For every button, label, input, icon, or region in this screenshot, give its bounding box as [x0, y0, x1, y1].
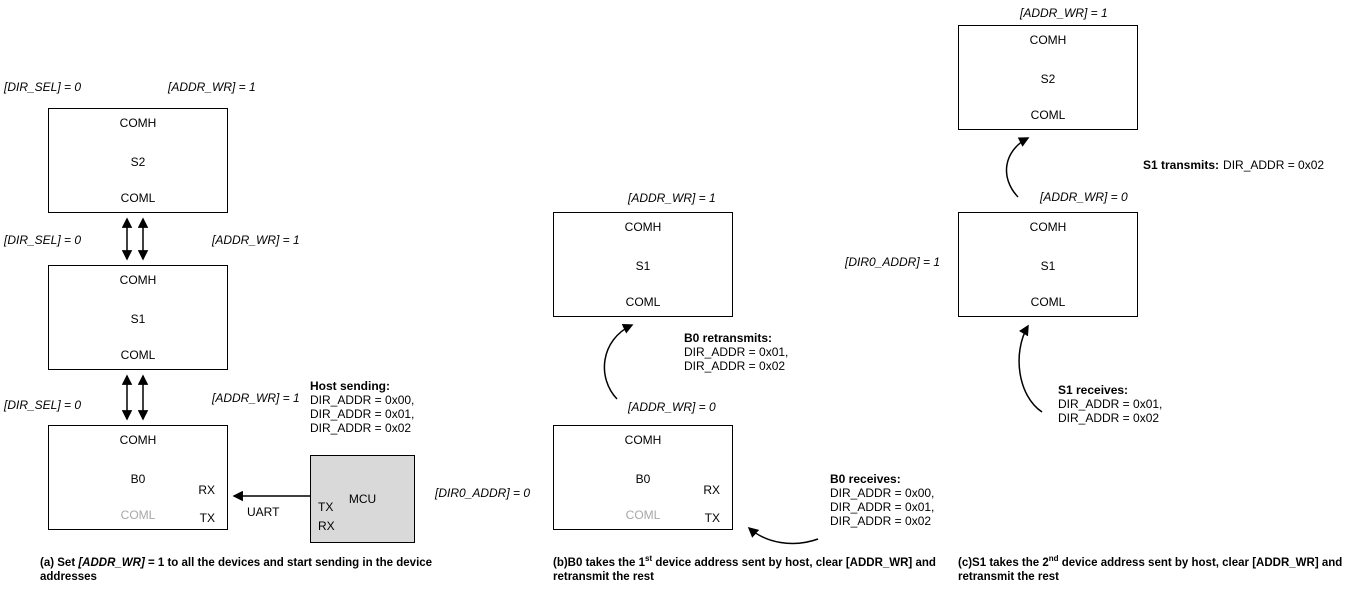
device-box-s1-panel-c: COMH S1 COML — [958, 212, 1138, 317]
rx-pin-label: RX — [703, 483, 720, 497]
uart-label: UART — [247, 505, 280, 519]
coml-label: COML — [625, 295, 661, 309]
s1-transmit-arrow — [1005, 137, 1030, 198]
comh-label: COMH — [119, 116, 157, 130]
device-box-s2-panel-c: COMH S2 COML — [958, 25, 1138, 130]
s1-receive-arrow — [1018, 324, 1043, 413]
dir-sel-flag-s1: [DIR_SEL] = 0 — [4, 233, 82, 247]
host-sending-line-3: DIR_ADDR = 0x02 — [310, 421, 412, 435]
mcu-label: MCU — [348, 492, 377, 506]
coml-label: COML — [1030, 108, 1066, 122]
b0-receive-title: B0 receives: — [830, 472, 901, 486]
addr-wr-flag-s1-b: [ADDR_WR] = 1 — [628, 191, 716, 205]
device-name-s1: S1 — [1040, 259, 1056, 273]
coml-label-unused: COML — [625, 508, 661, 522]
comh-label: COMH — [1029, 220, 1067, 234]
caption-b-sup: st — [645, 554, 653, 564]
mcu-tx-pin-label: TX — [318, 500, 334, 514]
tx-pin-label: TX — [704, 511, 720, 525]
caption-c-post: device address sent by host, clear [ADDR… — [958, 557, 1343, 583]
b0-retransmit-title: B0 retransmits: — [684, 331, 773, 345]
device-box-s2-panel-a: COMH S2 COML — [48, 108, 228, 213]
comh-label: COMH — [119, 433, 157, 447]
s1-receive-title: S1 receives: — [1058, 383, 1129, 397]
b0-receive-arrow — [747, 526, 819, 545]
device-name-s1: S1 — [635, 259, 651, 273]
tx-pin-label: TX — [199, 511, 215, 525]
device-box-b0-panel-a: COMH B0 RX TX COML — [48, 425, 228, 530]
addr-wr-flag-s1: [ADDR_WR] = 1 — [212, 233, 300, 247]
s1-receive-line-2: DIR_ADDR = 0x02 — [1058, 411, 1160, 425]
dir-sel-flag-s2: [DIR_SEL] = 0 — [4, 80, 82, 94]
caption-c-pre: (c)S1 takes the 2 — [958, 557, 1049, 569]
host-sending-line-2: DIR_ADDR = 0x01, — [310, 407, 415, 421]
comh-label: COMH — [624, 433, 662, 447]
addr-wr-flag-b0-b: [ADDR_WR] = 0 — [628, 400, 716, 414]
b0-receive-note: B0 receives: DIR_ADDR = 0x00, DIR_ADDR =… — [830, 472, 934, 528]
s1-transmit-title: S1 transmits: — [1143, 158, 1220, 172]
s1-transmit-value: DIR_ADDR = 0x02 — [1223, 158, 1325, 172]
b0-retransmit-arrow — [603, 324, 634, 400]
comh-label: COMH — [624, 220, 662, 234]
s1-receive-note: S1 receives: DIR_ADDR = 0x01, DIR_ADDR =… — [1058, 383, 1162, 425]
b0-retransmit-note: B0 retransmits: DIR_ADDR = 0x01, DIR_ADD… — [684, 331, 788, 373]
b0-receive-line-1: DIR_ADDR = 0x00, — [830, 486, 935, 500]
comh-label: COMH — [119, 273, 157, 287]
caption-b-pre: (b)B0 takes the 1 — [553, 557, 646, 569]
mcu-rx-pin-label: RX — [318, 519, 335, 533]
device-box-s1-panel-a: COMH S1 COML — [48, 265, 228, 370]
caption-b-post: device address sent by host, clear [ADDR… — [553, 557, 936, 583]
dir0-addr-flag-b0: [DIR0_ADDR] = 0 — [435, 486, 531, 500]
mcu-box: MCU TX RX — [310, 455, 415, 543]
b0-receive-line-2: DIR_ADDR = 0x01, — [830, 500, 935, 514]
addr-wr-flag-b0: [ADDR_WR] = 1 — [212, 391, 300, 405]
host-sending-title: Host sending: — [310, 379, 390, 393]
addr-wr-flag-s2: [ADDR_WR] = 1 — [168, 80, 256, 94]
device-name-s1: S1 — [130, 312, 146, 326]
addr-wr-flag-s1-c: [ADDR_WR] = 0 — [1040, 190, 1128, 204]
rx-pin-label: RX — [198, 483, 215, 497]
coml-label: COML — [120, 348, 156, 362]
s1-receive-line-1: DIR_ADDR = 0x01, — [1058, 397, 1163, 411]
caption-b: (b)B0 takes the 1st device address sent … — [553, 554, 978, 584]
s1-transmit-note: S1 transmits:DIR_ADDR = 0x02 — [1143, 158, 1324, 172]
host-sending-note: Host sending: DIR_ADDR = 0x00, DIR_ADDR … — [310, 379, 414, 435]
comh-label: COMH — [1029, 33, 1067, 47]
dir0-addr-flag-s1: [DIR0_ADDR] = 1 — [845, 255, 941, 269]
coml-label-unused: COML — [120, 508, 156, 522]
b0-retransmit-line-2: DIR_ADDR = 0x02 — [684, 359, 786, 373]
addr-wr-flag-s2-c: [ADDR_WR] = 1 — [1020, 6, 1108, 20]
coml-label: COML — [1030, 295, 1066, 309]
coml-label: COML — [120, 191, 156, 205]
dir-sel-flag-b0: [DIR_SEL] = 0 — [4, 398, 82, 412]
device-name-b0: B0 — [635, 472, 651, 486]
caption-a-post: = 1 to all the devices and start sending… — [40, 557, 433, 583]
device-box-s1-panel-b: COMH S1 COML — [553, 212, 733, 317]
caption-a-emph: [ADDR_WR] — [78, 557, 145, 569]
device-name-b0: B0 — [130, 472, 146, 486]
caption-c: (c)S1 takes the 2nd device address sent … — [958, 554, 1345, 584]
host-sending-line-1: DIR_ADDR = 0x00, — [310, 393, 415, 407]
caption-c-sup: nd — [1048, 554, 1059, 564]
device-name-s2: S2 — [1040, 72, 1056, 86]
device-box-b0-panel-b: COMH B0 RX TX COML — [553, 425, 733, 530]
caption-a: (a) Set [ADDR_WR] = 1 to all the devices… — [40, 556, 445, 584]
device-name-s2: S2 — [130, 155, 146, 169]
caption-a-pre: (a) Set — [40, 557, 79, 569]
b0-retransmit-line-1: DIR_ADDR = 0x01, — [684, 345, 789, 359]
b0-receive-line-3: DIR_ADDR = 0x02 — [830, 514, 932, 528]
